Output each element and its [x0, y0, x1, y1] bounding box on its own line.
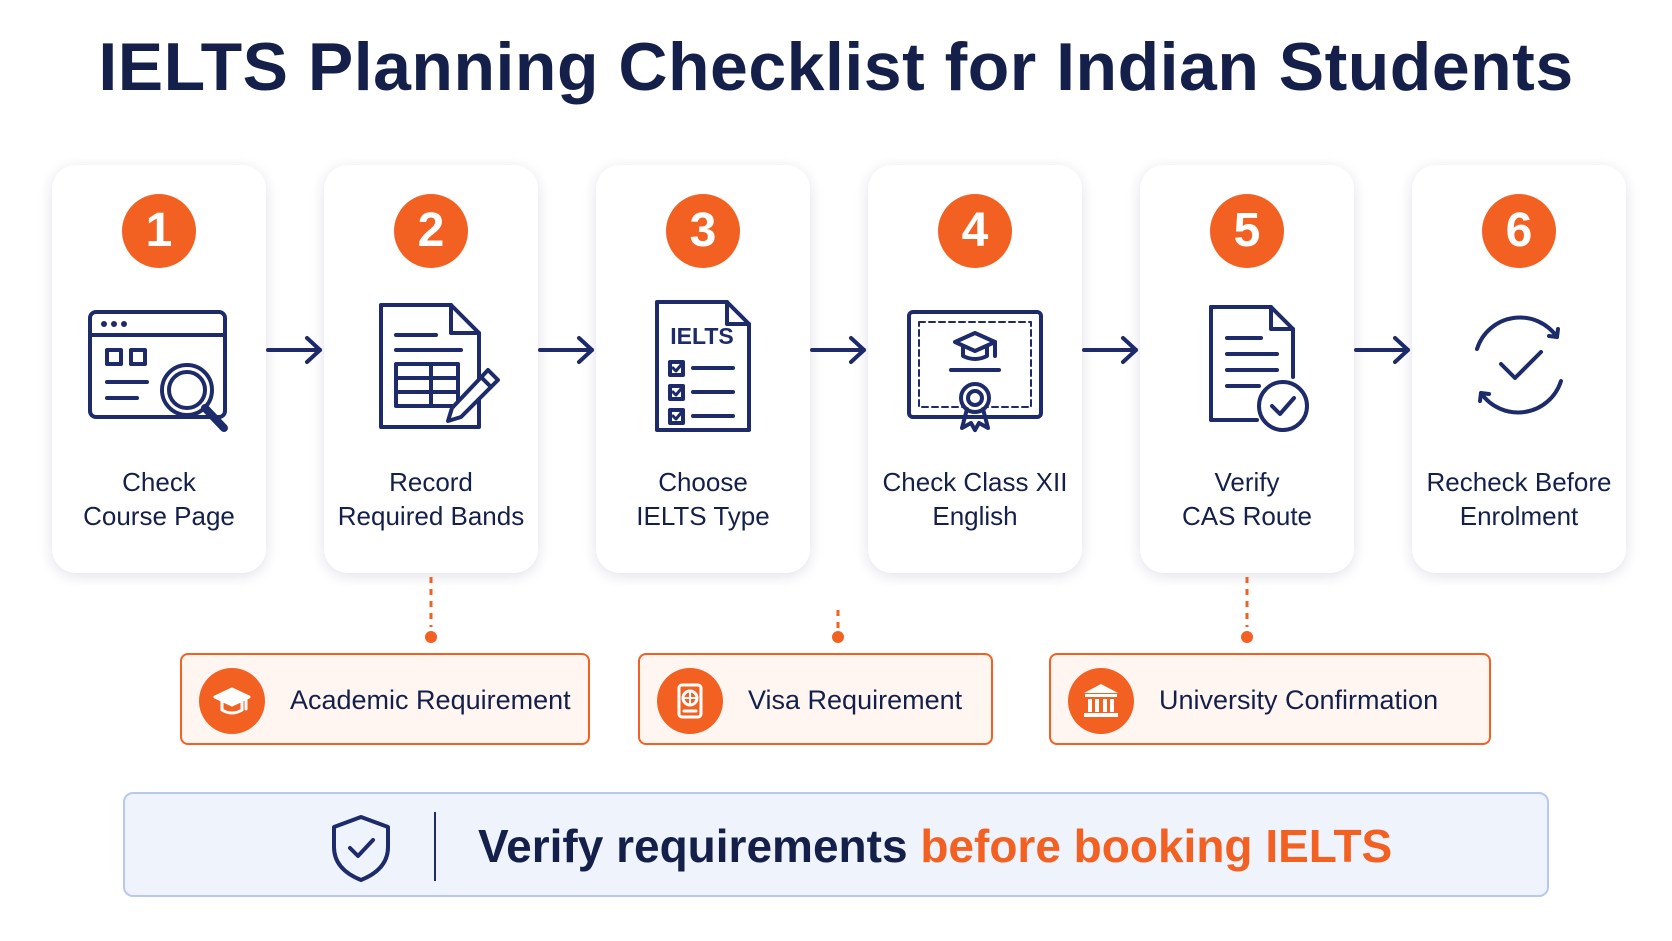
document-check-icon: [1209, 305, 1309, 432]
step-number-badge: 5: [1210, 194, 1284, 268]
connector-line: [1241, 577, 1253, 643]
passport-icon: [657, 668, 723, 734]
banner-divider: [434, 812, 436, 881]
step-number-badge: 1: [122, 194, 196, 268]
arrow-right-icon: [810, 336, 866, 364]
arrow-right-icon: [538, 336, 594, 364]
university-confirmation-tag: University Confirmation: [1049, 653, 1491, 745]
connector-line: [425, 577, 437, 643]
refresh-check-icon: [1475, 315, 1563, 415]
graduation-cap-icon: [199, 668, 265, 734]
page-title: IELTS Planning Checklist for Indian Stud…: [98, 29, 1574, 105]
verify-banner: Verify requirements before booking IELTS: [123, 792, 1549, 897]
step-number-badge: 3: [666, 194, 740, 268]
shield-check-icon: [332, 815, 390, 882]
arrow-right-icon: [266, 336, 322, 364]
banner-message: Verify requirements before booking IELTS: [478, 820, 1393, 872]
step-number-badge: 2: [394, 194, 468, 268]
arrow-right-icon: [1354, 336, 1410, 364]
tag-label: Visa Requirement: [748, 685, 963, 715]
tag-label: Academic Requirement: [290, 685, 571, 715]
tag-label: University Confirmation: [1159, 685, 1439, 715]
browser-search-icon: [88, 310, 228, 432]
arrow-right-icon: [1082, 336, 1138, 364]
certificate-icon: [907, 310, 1043, 432]
visa-requirement-tag: Visa Requirement: [638, 653, 993, 745]
ielts-checklist-icon: IELTS: [655, 300, 751, 432]
document-edit-icon: [379, 303, 500, 429]
step-number-badge: 6: [1482, 194, 1556, 268]
connector-line: [832, 610, 844, 643]
step-number-badge: 4: [938, 194, 1012, 268]
svg-text:IELTS: IELTS: [670, 323, 733, 349]
academic-requirement-tag: Academic Requirement: [180, 653, 590, 745]
university-building-icon: [1068, 668, 1134, 734]
